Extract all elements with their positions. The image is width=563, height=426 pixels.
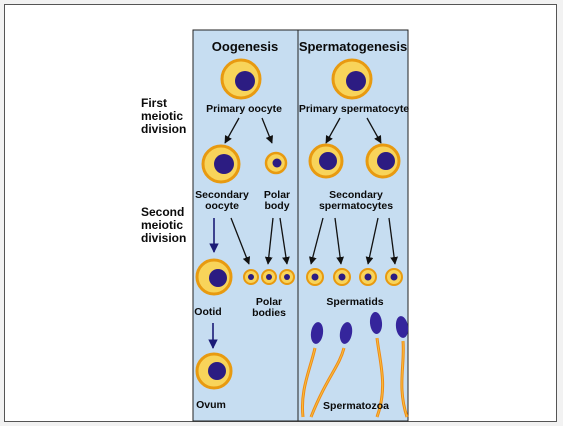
secondary-oocyte-cell bbox=[203, 146, 239, 182]
spermatid-3 bbox=[360, 269, 376, 285]
svg-text:division: division bbox=[141, 231, 186, 245]
polar-body-small-1 bbox=[244, 270, 258, 284]
polar-body-small-3 bbox=[280, 270, 294, 284]
polar-bodies-label-line2: bodies bbox=[252, 307, 286, 319]
svg-text:First: First bbox=[141, 96, 167, 110]
secondary-spermatocyte-cell-1 bbox=[310, 145, 342, 177]
ootid-label: Ootid bbox=[194, 306, 221, 318]
ootid-cell bbox=[197, 260, 231, 294]
oogenesis-heading: Oogenesis bbox=[212, 39, 278, 54]
secondary-spermatocyte-cell-2 bbox=[367, 145, 399, 177]
secondary-spermatocytes-label-line2: spermatocytes bbox=[319, 200, 393, 212]
spermatid-4 bbox=[386, 269, 402, 285]
primary-spermatocyte-label: Primary spermatocyte bbox=[299, 103, 409, 115]
gametogenesis-diagram: Oogenesis Spermatogenesis First meiotic … bbox=[5, 5, 558, 423]
svg-text:division: division bbox=[141, 122, 186, 136]
spermatozoa-label: Spermatozoa bbox=[323, 400, 389, 412]
spermatid-1 bbox=[307, 269, 323, 285]
polar-body-small-2 bbox=[262, 270, 276, 284]
second-meiotic-division-label: Second meiotic division bbox=[141, 205, 186, 245]
primary-oocyte-label: Primary oocyte bbox=[206, 103, 282, 115]
first-meiotic-division-label: First meiotic division bbox=[141, 96, 186, 136]
ovum-cell bbox=[197, 354, 231, 388]
spermatogenesis-heading: Spermatogenesis bbox=[299, 39, 407, 54]
polar-body-cell bbox=[266, 153, 286, 173]
ovum-label: Ovum bbox=[196, 399, 226, 411]
svg-text:meiotic: meiotic bbox=[141, 218, 183, 232]
primary-spermatocyte-cell bbox=[333, 60, 371, 98]
spermatids-label: Spermatids bbox=[326, 296, 383, 308]
secondary-oocyte-label-line2: oocyte bbox=[205, 200, 239, 212]
polar-body-label-line2: body bbox=[264, 200, 289, 212]
svg-text:Second: Second bbox=[141, 205, 184, 219]
slide: Oogenesis Spermatogenesis First meiotic … bbox=[4, 4, 557, 422]
spermatid-2 bbox=[334, 269, 350, 285]
primary-oocyte-cell bbox=[222, 60, 260, 98]
svg-text:meiotic: meiotic bbox=[141, 109, 183, 123]
